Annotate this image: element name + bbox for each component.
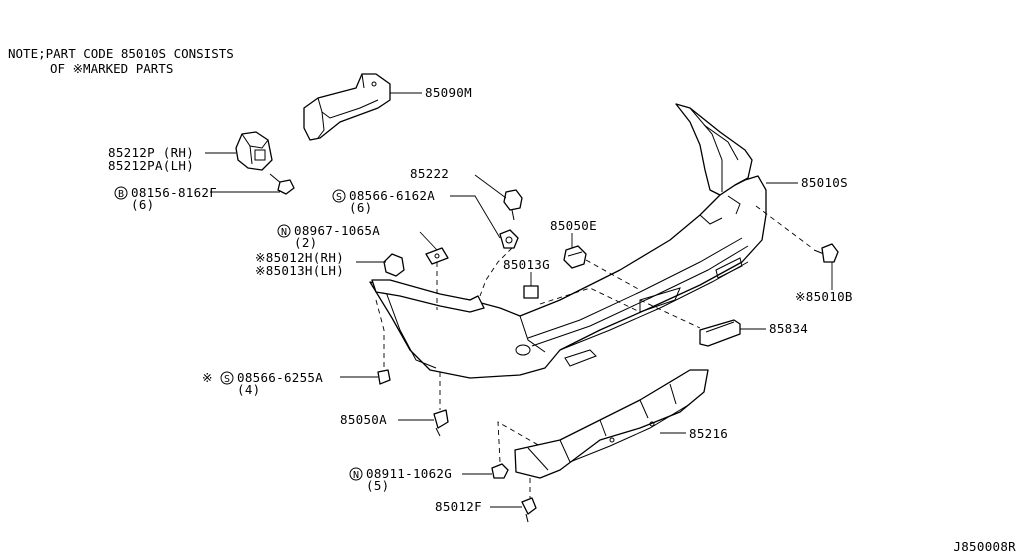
dash-08566-6255 [375,299,385,370]
note-line-2: OF ※MARKED PARTS [50,61,173,76]
rear-bumper-fascia [369,103,767,379]
code-circle-08566-6162 [332,189,346,203]
dash-85050E [585,259,641,291]
qty-08566-6255: (4) [237,382,260,397]
diagram-id: J850008R [953,539,1016,554]
bumper-side-strip [371,279,485,313]
label-85010S: 85010S [801,175,848,190]
note-line-1: NOTE;PART CODE 85010S CONSISTS [8,46,234,61]
reflector-85834 [699,319,741,347]
bolt-85010B [813,243,839,263]
code-circle-08566-6255 [220,371,234,385]
dash-85834 [639,299,701,329]
mark-08566-6255: ※ [202,370,213,385]
retainer-85013G [523,285,539,299]
label-85212PA: 85212PA(LH) [108,158,194,173]
leader-08967 [419,231,438,251]
nut-08911 [491,463,509,479]
label-85012F: 85012F [435,499,482,514]
code-circle-08156 [114,186,128,200]
side-bracket [235,131,273,171]
label-85222: 85222 [410,166,449,181]
qty-08967: (2) [294,235,317,250]
code-letter-08156: B [118,189,124,200]
label-85212P: 85212P (RH) [108,145,194,160]
label-08566-6255: 08566-6255A [237,370,323,385]
label-85050A: 85050A [340,412,387,427]
label-85012H: ※85012H(RH) [255,250,344,265]
dash-85010B [755,205,813,249]
label-08566-6162: 08566-6162A [349,188,435,203]
label-85834: 85834 [769,321,808,336]
dash-08566-6162 [479,247,513,297]
clip-85222 [503,189,523,221]
leader-08566-6162 [450,195,501,239]
label-85050E: 85050E [550,218,597,233]
label-85013G: 85013G [503,257,550,272]
label-85090M: 85090M [425,85,472,100]
screw-08566-6162 [499,229,519,249]
screw-08566-6255 [377,369,391,385]
code-letter-08566-6255: S [224,374,230,385]
code-circle-08911 [349,467,363,481]
nut-08967 [425,247,449,265]
clip-85050A [433,409,449,437]
label-08967: 08967-1065A [294,223,380,238]
undercover-85216 [514,369,709,479]
clip-85050E [563,245,587,269]
code-letter-08911: N [353,470,359,481]
qty-08156: (6) [131,197,154,212]
clip-85012F [521,497,537,523]
code-letter-08566-6162: S [336,192,342,203]
dash-08911 [497,421,541,463]
label-85010B: ※85010B [795,289,853,304]
label-08156: 08156-8162F [131,185,217,200]
qty-08566-6162: (6) [349,200,372,215]
label-85216: 85216 [689,426,728,441]
leader-85222 [474,174,507,199]
bracket-85012H [383,253,405,277]
label-85013H: ※85013H(LH) [255,263,344,278]
code-letter-08967: N [281,227,287,238]
code-circle-08967 [277,224,291,238]
qty-08911: (5) [366,478,389,493]
energy-absorber [303,73,391,141]
bolt-08156 [269,173,295,195]
label-08911: 08911-1062G [366,466,452,481]
